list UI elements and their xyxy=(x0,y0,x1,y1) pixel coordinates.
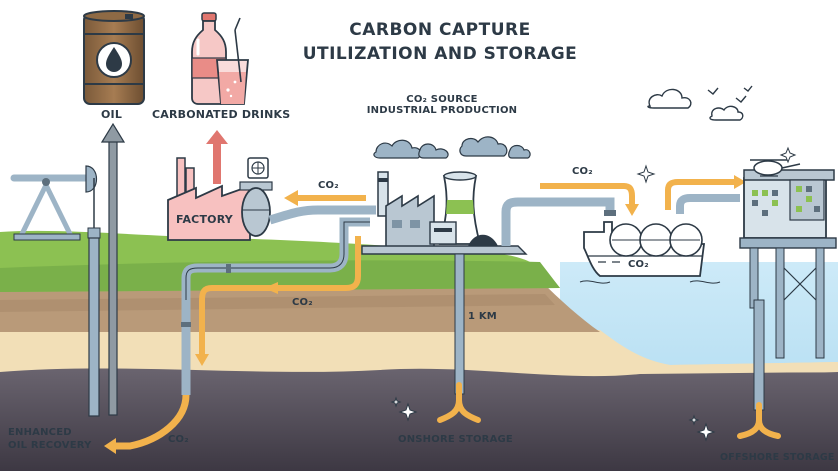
oil-barrel-icon xyxy=(83,10,145,105)
ship-to-platform-arrow xyxy=(665,175,746,214)
underground-arrow-head xyxy=(195,354,209,366)
bird-icon xyxy=(707,85,753,103)
sparkle-icon xyxy=(390,146,797,442)
label-oil: OIL xyxy=(101,108,123,121)
pumpjack-icon xyxy=(10,165,101,417)
label-co2-to-factory: CO₂ xyxy=(318,180,339,191)
label-co2-source: CO₂ SOURCE INDUSTRIAL PRODUCTION xyxy=(358,94,526,116)
eor-arrow-head xyxy=(104,438,116,454)
label-co2-source-line-2: INDUSTRIAL PRODUCTION xyxy=(366,105,518,116)
label-factory: FACTORY xyxy=(176,213,233,226)
plant-to-factory-arrow xyxy=(284,190,366,206)
sand-layer xyxy=(0,330,838,377)
factory-icon xyxy=(167,157,273,241)
power-plant-icon xyxy=(361,136,616,395)
plant-to-ship-arrow xyxy=(540,183,639,216)
offshore-injection xyxy=(737,402,781,439)
label-co2-source-line-1: CO₂ SOURCE xyxy=(406,94,478,105)
seafloor-sand xyxy=(600,332,838,374)
label-onshore-storage: ONSHORE STORAGE xyxy=(398,434,513,445)
label-co2-underground: CO₂ xyxy=(292,297,313,308)
grass-dark xyxy=(0,260,560,292)
label-depth: 1 KM xyxy=(468,311,497,322)
label-co2-eor: CO₂ xyxy=(168,434,189,445)
offshore-platform-icon xyxy=(739,169,837,411)
factory-pipe xyxy=(268,205,376,225)
label-eor-line-1: ENHANCED xyxy=(8,427,72,438)
label-carbonated-drinks: CARBONATED DRINKS xyxy=(152,108,291,121)
onshore-injection xyxy=(437,382,481,423)
cloud-icon-2 xyxy=(709,105,744,121)
helicopter-icon xyxy=(750,159,801,177)
ground-layers xyxy=(0,230,838,471)
rock-layer xyxy=(0,366,838,471)
label-co2-to-ship: CO₂ xyxy=(572,166,593,177)
drink-glass-icon xyxy=(216,17,249,105)
tanker-ship-icon xyxy=(583,221,706,277)
co2-pipe-network xyxy=(181,217,370,395)
wave-lines xyxy=(579,280,721,284)
label-offshore-storage: OFFSHORE STORAGE xyxy=(720,452,835,463)
soil-stripe xyxy=(0,294,555,312)
smoke-icon xyxy=(373,136,531,159)
oil-arrow xyxy=(100,122,126,416)
eor-co2-flow xyxy=(108,306,190,450)
label-eor-line-2: OIL RECOVERY xyxy=(8,440,92,451)
factory-to-drinks-arrow xyxy=(206,130,228,184)
label-co2-ship-hull: CO₂ xyxy=(628,259,649,270)
label-eor: ENHANCED OIL RECOVERY xyxy=(8,426,92,452)
title-line-1: CARBON CAPTURE xyxy=(349,20,531,40)
soda-bottle-icon xyxy=(191,12,227,105)
page-title: CARBON CAPTURE UTILIZATION AND STORAGE xyxy=(300,18,580,66)
cloud-icon xyxy=(647,88,692,109)
title-line-2: UTILIZATION AND STORAGE xyxy=(302,44,578,64)
